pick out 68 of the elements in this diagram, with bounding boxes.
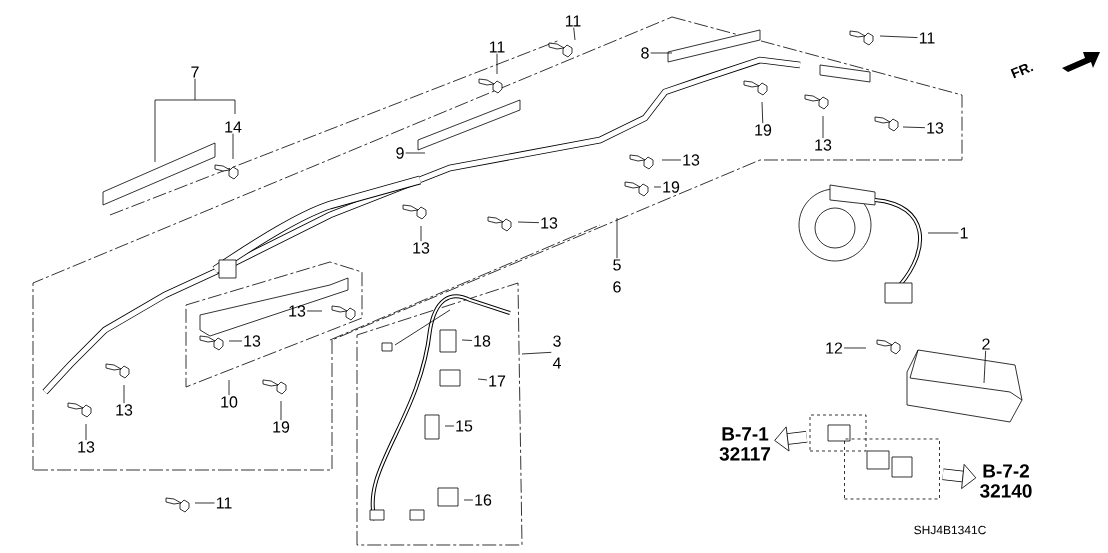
- callout-number: 13: [683, 154, 700, 166]
- callout-number: 13: [78, 441, 95, 453]
- callout-number: 11: [565, 15, 581, 27]
- leader-line: [123, 384, 125, 404]
- callout-number: 12: [826, 342, 843, 354]
- callout-number: 2: [982, 338, 990, 350]
- callout-number: 7: [191, 66, 199, 78]
- leader-line: [405, 152, 426, 154]
- callout-number: 11: [489, 41, 505, 53]
- callout-number: 19: [273, 421, 290, 433]
- leader-line: [761, 101, 764, 124]
- callout-number: 1: [960, 227, 968, 239]
- leader-line: [843, 347, 867, 349]
- leader-line: [194, 502, 215, 504]
- callout-number: 13: [116, 404, 133, 416]
- callout-number: 8: [641, 47, 649, 59]
- leader-line: [521, 351, 552, 355]
- leader-line: [232, 133, 234, 160]
- callout-number: 19: [755, 124, 772, 136]
- callout-number: 15: [456, 420, 473, 432]
- leader-line: [228, 379, 230, 396]
- leader-line: [517, 221, 540, 224]
- leader-line: [616, 217, 618, 259]
- leader-line: [444, 425, 455, 427]
- hollow-arrow: [774, 426, 808, 452]
- callout-number: 11: [919, 32, 935, 44]
- leader-line: [573, 27, 576, 41]
- callout-number: 13: [927, 122, 944, 134]
- callout-number: 13: [815, 139, 832, 151]
- callout-number: 18: [474, 335, 491, 347]
- callout-number: 19: [663, 181, 680, 193]
- callout-number: 11: [216, 497, 232, 509]
- leader-line: [661, 159, 682, 161]
- leader-line: [477, 378, 488, 381]
- callout-number: 9: [396, 147, 404, 159]
- leader-line: [902, 126, 926, 129]
- reference-label: B-7-2 32140: [980, 464, 1032, 498]
- leader-line: [463, 499, 474, 501]
- callout-number: 13: [541, 217, 558, 229]
- leader-line: [879, 35, 918, 38]
- connector-box: [809, 414, 867, 452]
- leader-line: [927, 232, 959, 234]
- leader-line: [983, 350, 987, 384]
- callout-number: 3 4: [552, 335, 561, 369]
- hollow-arrow: [942, 463, 977, 489]
- drawing-code: SHJ4B1341C: [914, 525, 986, 535]
- callout-number: 10: [221, 396, 238, 408]
- callout-number: 14: [225, 121, 242, 133]
- leader-line: [280, 400, 282, 421]
- leader-line: [822, 115, 824, 139]
- connector-box: [844, 438, 940, 500]
- leader-line: [650, 52, 673, 54]
- reference-label: B-7-1 32117: [719, 427, 771, 461]
- leader-line: [154, 78, 236, 163]
- callout-number: 13: [413, 242, 430, 254]
- callout-number: 17: [489, 375, 506, 387]
- direction-label: FR.: [1010, 64, 1034, 79]
- leader-line: [653, 186, 662, 188]
- callout-number: 13: [244, 335, 261, 347]
- callout-number: 13: [289, 305, 306, 317]
- callout-number: 16: [475, 494, 492, 506]
- leader-line: [306, 310, 323, 312]
- leader-line: [85, 423, 87, 441]
- leader-line: [496, 53, 498, 75]
- leader-line: [420, 225, 422, 242]
- leader-line: [228, 340, 243, 342]
- callout-number: 5 6: [613, 259, 621, 293]
- leader-line: [461, 339, 473, 341]
